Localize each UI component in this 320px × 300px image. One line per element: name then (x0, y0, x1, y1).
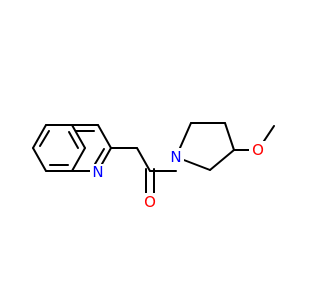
benzo-ring (32, 124, 86, 172)
atom-ring-nitrogen: N (90, 163, 106, 181)
bond (136, 147, 151, 172)
bond (71, 124, 86, 149)
bond (209, 149, 235, 171)
bond (32, 124, 47, 149)
atom-label: N (170, 148, 181, 166)
atom-carbonyl-oxygen: O (141, 193, 159, 211)
bond (32, 147, 47, 172)
bond (224, 122, 235, 151)
atom-label: N (92, 163, 103, 181)
bond (71, 147, 86, 172)
double-bond-inner (68, 131, 79, 149)
bond (97, 124, 112, 149)
double-bond-inner (39, 130, 50, 147)
pyrrolidine-ring (175, 122, 235, 171)
carbonyl-group (110, 147, 177, 200)
atom-label: O (144, 193, 156, 211)
molecule-structure: N N O O (32, 122, 275, 211)
atom-methoxy-oxygen: O (249, 141, 267, 159)
atom-amide-nitrogen: N (168, 148, 184, 166)
double-bond-inner (94, 148, 105, 165)
atom-label: O (252, 141, 264, 159)
